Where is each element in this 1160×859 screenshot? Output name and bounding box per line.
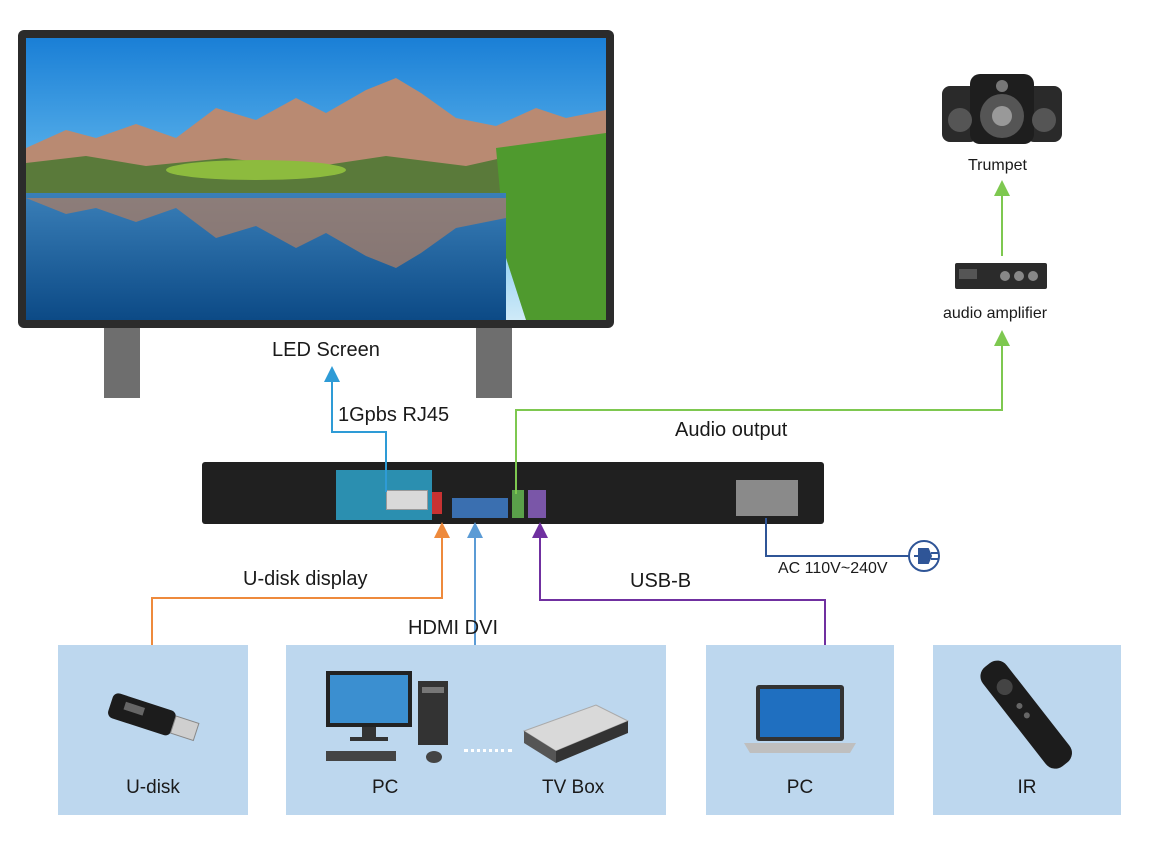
usb-b-port-panel xyxy=(528,490,546,518)
audio-output-label: Audio output xyxy=(675,419,788,441)
power-plug-icon xyxy=(914,548,938,564)
tv-box-label: TV Box xyxy=(542,777,605,798)
tv-box-icon xyxy=(522,704,630,763)
controller-device xyxy=(202,462,824,524)
ir-box: IR xyxy=(933,645,1121,815)
rj45-label: 1Gpbs RJ45 xyxy=(338,404,450,426)
usb-b-label: USB-B xyxy=(630,570,692,592)
laptop-pc-label: PC xyxy=(786,777,814,798)
audio-port-panel xyxy=(512,490,524,518)
desktop-pc-icon xyxy=(326,671,448,763)
usb-a-port xyxy=(432,492,442,514)
landscape-image xyxy=(26,38,606,320)
remote-control-icon xyxy=(980,660,1072,769)
ellipsis-dots xyxy=(464,749,512,752)
amplifier-icon xyxy=(955,263,1047,289)
speaker-icon xyxy=(942,74,1062,144)
udisk-display-label: U-disk display xyxy=(243,568,368,590)
led-screen xyxy=(18,30,614,328)
hdmi-port-panel xyxy=(452,498,508,518)
udisk-label: U-disk xyxy=(126,777,180,798)
screen-leg-right xyxy=(476,328,512,398)
pc-tvbox-box: PC TV Box xyxy=(286,645,666,815)
rj45-ports xyxy=(386,490,428,510)
ir-label: IR xyxy=(1017,777,1037,798)
udisk-box: U-disk xyxy=(58,645,248,815)
hdmi-dvi-label: HDMI DVI xyxy=(408,617,498,639)
audio-amplifier-label: audio amplifier xyxy=(943,305,1048,322)
trumpet-label: Trumpet xyxy=(968,157,1027,174)
power-plug-circle xyxy=(908,540,940,572)
laptop-icon xyxy=(744,685,856,753)
led-screen-label: LED Screen xyxy=(272,339,380,361)
screen-leg-left xyxy=(104,328,140,398)
pc-label: PC xyxy=(372,777,399,798)
udisk-icon xyxy=(108,693,200,742)
ac-power-socket xyxy=(736,480,798,516)
ac-power-label: AC 110V~240V xyxy=(778,560,888,577)
laptop-box: PC xyxy=(706,645,894,815)
